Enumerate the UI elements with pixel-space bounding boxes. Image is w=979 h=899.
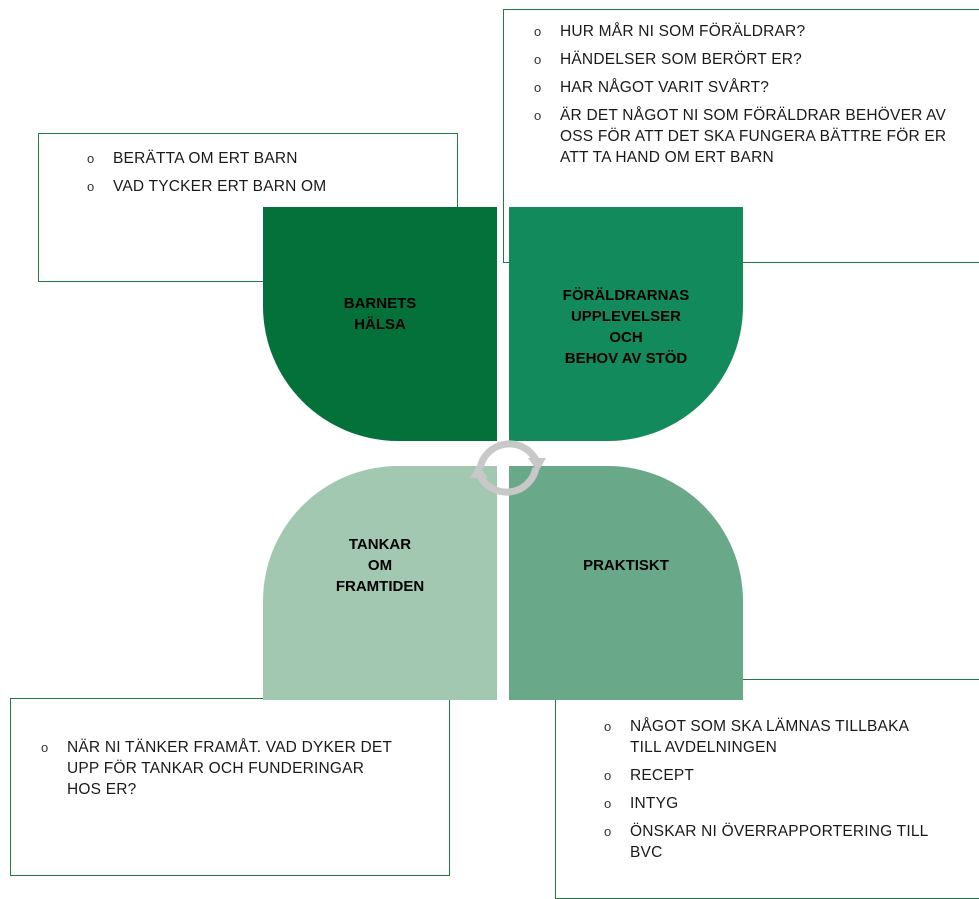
petal-label: BARNETS HÄLSA	[343, 295, 417, 333]
bullet-icon: o	[604, 768, 612, 783]
bullet-icon: o	[534, 80, 542, 95]
bullet-icon: o	[534, 52, 542, 67]
bullet-icon: o	[534, 108, 542, 123]
petal-tankar-om-framtiden: TANKAR OM FRAMTIDEN	[263, 466, 497, 700]
bullet-icon: o	[604, 719, 612, 734]
bullet-icon: o	[87, 151, 95, 166]
bullet-icon: o	[534, 24, 542, 39]
petal-barnets-halsa: BARNETS HÄLSA	[263, 207, 497, 441]
petal-label: TANKAR OM FRAMTIDEN	[335, 535, 425, 595]
bullet-icon: o	[604, 796, 612, 811]
bullet-icon: o	[41, 740, 49, 755]
bullet-icon: o	[87, 179, 95, 194]
cycle-arrows-icon	[470, 440, 546, 496]
petal-label: FÖRÄLDRARNAS UPPLEVELSER OCH BEHOV AV ST…	[562, 287, 690, 367]
petal-foraldrarnas-upplevelser: FÖRÄLDRARNAS UPPLEVELSER OCH BEHOV AV ST…	[509, 207, 743, 441]
petal-label: PRAKTISKT	[583, 556, 669, 574]
bullet-icon: o	[604, 824, 612, 839]
